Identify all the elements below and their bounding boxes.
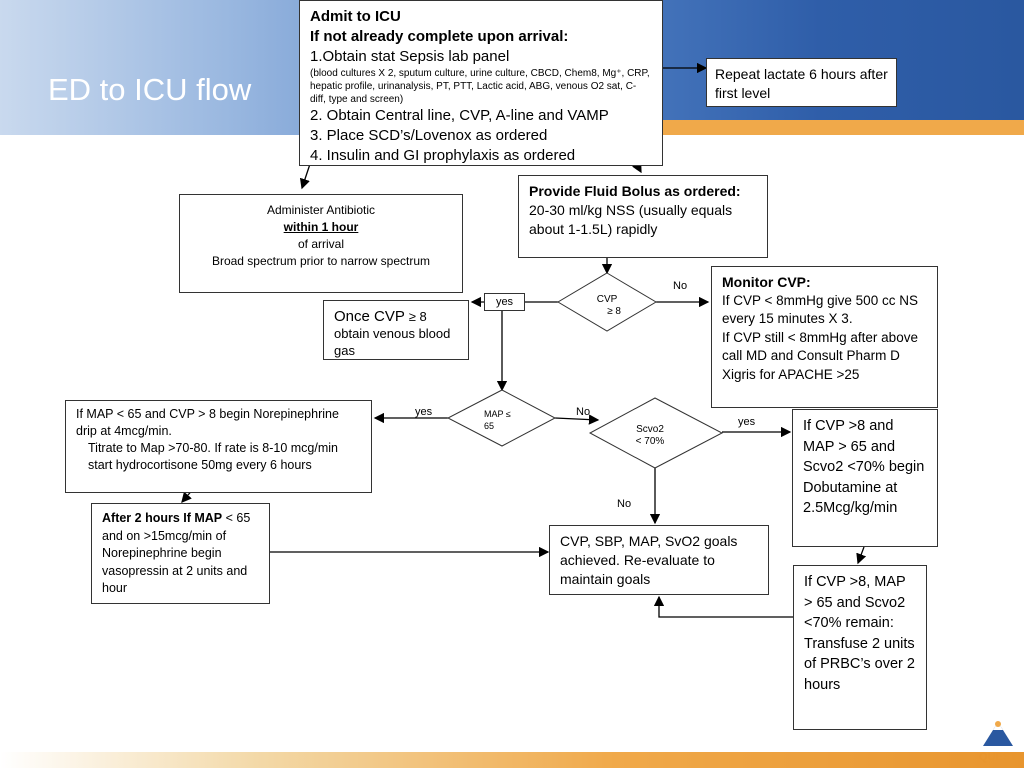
antibiotic-spectrum: Broad spectrum prior to narrow spectrum — [211, 254, 431, 268]
vasopressin-detail: < 65 and on >15mcg/min of Norepinephrine… — [102, 511, 251, 595]
decision-scvo2-text: Scvo2 < 70% — [625, 424, 675, 448]
admit-step-4: 4. Insulin and GI prophylaxis as ordered — [310, 147, 576, 164]
decision-scvo2-line-2: < 70% — [635, 436, 665, 447]
admit-subtitle: If not already complete upon arrival: — [310, 28, 569, 45]
antibiotic-line-3: of arrival — [297, 237, 344, 251]
cvp-yes-label: yes — [495, 296, 514, 308]
decision-map-text: MAP ≤ 65 — [480, 408, 528, 432]
monitor-cvp-step-1: If CVP < 8mmHg give 500 cc NS every 15 m… — [722, 292, 918, 327]
map-yes-label: yes — [415, 406, 433, 418]
antibiotic-line-1: Administer Antibiotic — [266, 203, 376, 217]
decision-scvo2-shape — [588, 397, 724, 469]
decision-scvo2-line-1: Scvo2 — [636, 424, 664, 435]
decision-map-shape — [446, 389, 557, 447]
admit-step-2: 2. Obtain Central line, CVP, A-line and … — [310, 107, 609, 124]
monitor-cvp-title: Monitor CVP: — [722, 274, 811, 290]
fluid-bolus-heading: Provide Fluid Bolus as ordered: — [529, 183, 741, 199]
decision-cvp-line-2: ≥ 8 — [607, 306, 621, 317]
scvo2-yes-label: yes — [738, 416, 756, 428]
norepinephrine-titrate: Titrate to Map >70-80. If rate is 8-10 m… — [88, 441, 338, 472]
footer-band — [0, 752, 1024, 768]
transfuse-box: If CVP >8, MAP > 65 and Scvo2 <70% remai… — [793, 565, 927, 730]
quest-logo: QUEST — [979, 721, 1017, 763]
fluid-bolus-box: Provide Fluid Bolus as ordered: 20-30 ml… — [518, 175, 768, 258]
cvp-ok-action: obtain venous blood gas — [334, 326, 451, 358]
decision-cvp-shape — [557, 272, 657, 332]
cvp-yes-label-box: yes — [484, 293, 525, 311]
decision-cvp-text: CVP ≥ 8 — [584, 294, 630, 318]
decision-map-line-2: 65 — [484, 421, 495, 431]
cvp-ok-box: Once CVP ≥ 8 obtain venous blood gas — [323, 300, 469, 360]
antibiotic-box: Administer Antibiotic within 1 hour of a… — [179, 194, 463, 293]
admit-title: Admit to ICU — [310, 8, 401, 25]
arrow-dobut-to-transfuse — [856, 546, 867, 565]
vasopressin-box: After 2 hours If MAP < 65 and on >15mcg/… — [91, 503, 270, 604]
repeat-lactate-box: Repeat lactate 6 hours after first level — [706, 58, 897, 107]
decision-cvp-line-1: CVP — [596, 294, 618, 305]
goals-text: CVP, SBP, MAP, SvO2 goals achieved. Re-e… — [560, 533, 738, 587]
vasopressin-heading: After 2 hours If MAP — [102, 511, 223, 525]
dobutamine-text: If CVP >8 and MAP > 65 and Scvo2 <70% be… — [803, 418, 925, 516]
fluid-bolus-detail: 20-30 ml/kg NSS (usually equals about 1-… — [529, 202, 733, 237]
cvp-ok-heading: Once CVP — [334, 308, 409, 325]
cvp-ok-threshold: ≥ 8 — [408, 309, 427, 324]
monitor-cvp-step-2: If CVP still < 8mmHg after above call MD… — [722, 329, 918, 382]
scvo2-no-label: No — [617, 498, 632, 510]
arrow-transfuse-to-goals — [653, 595, 793, 618]
dobutamine-box: If CVP >8 and MAP > 65 and Scvo2 <70% be… — [792, 409, 938, 547]
cvp-no-label: No — [673, 280, 688, 292]
monitor-cvp-box: Monitor CVP: If CVP < 8mmHg give 500 cc … — [711, 266, 938, 408]
norepinephrine-box: If MAP < 65 and CVP > 8 begin Norepineph… — [65, 400, 372, 493]
transfuse-text: If CVP >8, MAP > 65 and Scvo2 <70% remai… — [804, 574, 915, 693]
antibiotic-timing: within 1 hour — [283, 220, 359, 234]
admit-box: Admit to ICU If not already complete upo… — [299, 0, 663, 166]
slide-title: ED to ICU flow — [48, 72, 252, 107]
map-no-label: No — [576, 406, 591, 418]
admit-lab-list: (blood cultures X 2, sputum culture, uri… — [310, 68, 650, 105]
decision-map-line-1: MAP ≤ — [484, 409, 511, 419]
goals-box: CVP, SBP, MAP, SvO2 goals achieved. Re-e… — [549, 525, 769, 595]
admit-step-1: 1.Obtain stat Sepsis lab panel — [310, 48, 510, 65]
norepinephrine-start: If MAP < 65 and CVP > 8 begin Norepineph… — [76, 407, 339, 438]
repeat-lactate-text: Repeat lactate 6 hours after first level — [715, 66, 888, 101]
quest-logo-text: QUEST — [979, 751, 1017, 763]
arrow-map-no — [554, 414, 600, 425]
admit-step-3: 3. Place SCD’s/Lovenox as ordered — [310, 127, 548, 144]
